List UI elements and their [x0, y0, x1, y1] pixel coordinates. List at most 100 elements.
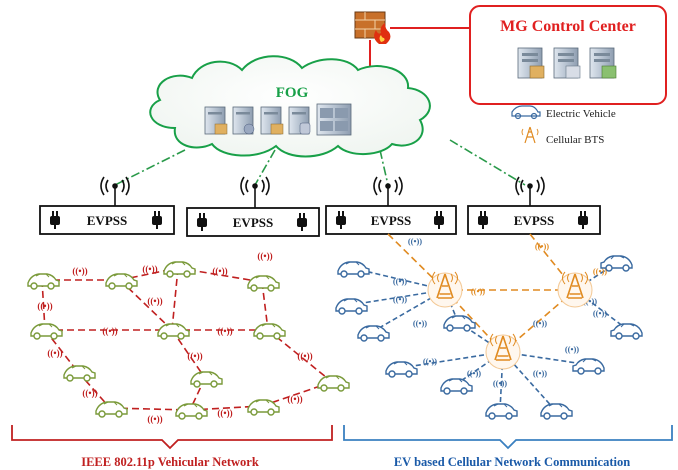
cellular-bts-icon [557, 271, 593, 308]
signal-icon: ((•)) [102, 326, 117, 336]
electric-vehicle-icon [157, 323, 190, 340]
evpss-box: EVPSS [186, 207, 320, 237]
signal-icon: ((•)) [593, 308, 607, 318]
electric-vehicle-icon [335, 298, 368, 315]
control-center-title: MG Control Center [500, 18, 636, 35]
server-icon [517, 47, 545, 79]
electric-vehicle-icon [247, 399, 280, 416]
signal-icon: ((•)) [423, 356, 437, 366]
evpss-stations: EVPSS EVPSS EVPSS EVPSS [39, 205, 601, 237]
signal-icon: ((•)) [47, 348, 62, 358]
electric-vehicle-icon [175, 403, 208, 420]
vehicular-network: ((•)) ((•)) ((•)) ((•)) ((•)) ((•)) ((•)) ((•))… [27, 251, 350, 424]
link-line [41, 279, 46, 331]
signal-icon: ((•)) [297, 351, 312, 361]
electric-vehicle-icon [105, 273, 138, 290]
signal-icon: ((•)) [187, 351, 202, 361]
signal-icon: ((•)) [535, 241, 549, 251]
plug-icon [152, 211, 162, 229]
fog-links [114, 139, 526, 186]
fog-server-icon [316, 103, 352, 136]
electric-vehicle-icon [30, 323, 63, 340]
link-line [574, 289, 629, 331]
plug-icon [434, 211, 444, 229]
signal-icon: ((•)) [217, 408, 232, 418]
plug-icon [197, 213, 207, 231]
link-line [399, 351, 504, 369]
fog-server-icon [260, 106, 284, 135]
signal-icon: ((•)) [37, 301, 52, 311]
signal-icon: ((•)) [413, 318, 427, 328]
cellular-bts-icon [427, 271, 463, 308]
electric-vehicle-icon [337, 261, 370, 278]
electric-vehicle-icon [253, 323, 286, 340]
signal-icon: ((•)) [583, 296, 597, 306]
signal-icon: ((•)) [72, 266, 87, 276]
electric-vehicle-icon [385, 361, 418, 378]
signal-icon: ((•)) [493, 378, 507, 388]
fog-server-icon [204, 106, 228, 135]
plug-icon [336, 211, 346, 229]
signal-icon: ((•)) [212, 266, 227, 276]
signal-icon: ((•)) [393, 294, 407, 304]
signal-icon: ((•)) [257, 251, 272, 261]
electric-vehicle-icon [443, 315, 476, 332]
evpss-label: EVPSS [87, 213, 127, 228]
signal-icon: ((•)) [142, 264, 157, 274]
antenna-icon [240, 176, 270, 208]
link-line [171, 267, 179, 331]
link-line [171, 329, 206, 379]
evpss-label: EVPSS [233, 215, 273, 230]
link-line [77, 371, 111, 409]
signal-icon: ((•)) [147, 414, 162, 424]
antenna-icon [373, 176, 403, 206]
legend-ev-label: Electric Vehicle [546, 108, 616, 120]
link-line [44, 329, 79, 373]
electric-vehicle-icon [572, 358, 605, 375]
antenna-icon [515, 176, 545, 206]
plug-icon [50, 211, 60, 229]
fog-server-icon [288, 106, 311, 135]
plug-icon [478, 211, 488, 229]
electric-vehicle-icon [485, 403, 518, 420]
evpss-box: EVPSS [467, 205, 601, 235]
electric-vehicle-icon [511, 105, 541, 120]
left-network-title: IEEE 802.11p Vehicular Network [81, 455, 259, 469]
signal-icon: ((•)) [393, 276, 407, 286]
electric-vehicle-icon [27, 273, 60, 290]
fog-cloud: FOG [149, 55, 431, 158]
right-network-title: EV based Cellular Network Communication [394, 455, 630, 469]
signal-icon: ((•)) [467, 368, 481, 378]
server-icon [553, 47, 581, 79]
legend: Electric Vehicle Cellular BTS [511, 105, 616, 146]
electric-vehicle-icon [163, 261, 196, 278]
antenna-icon [100, 176, 130, 206]
electric-vehicle-icon [317, 375, 350, 392]
fog-label: FOG [276, 85, 309, 101]
link-line [261, 281, 269, 331]
electric-vehicle-icon [600, 255, 633, 272]
evpss-label: EVPSS [514, 213, 554, 228]
cellular-bts-icon [485, 333, 521, 370]
electric-vehicle-icon [190, 371, 223, 388]
fog-server-icon [232, 106, 255, 135]
link-line [371, 289, 446, 333]
signal-icon: ((•)) [471, 286, 485, 296]
plug-icon [578, 211, 588, 229]
right-brace [343, 425, 673, 450]
electric-vehicle-icon [540, 403, 573, 420]
firewall-icon [354, 11, 391, 44]
electric-vehicle-icon [63, 365, 96, 382]
signal-icon: ((•)) [147, 296, 162, 306]
control-center-box: MG Control Center [469, 5, 667, 105]
signal-icon: ((•)) [593, 266, 607, 276]
signal-icon: ((•)) [533, 318, 547, 328]
evpss-label: EVPSS [371, 213, 411, 228]
electric-vehicle-icon [610, 323, 643, 340]
electric-vehicle-icon [247, 275, 280, 292]
left-brace [11, 425, 333, 450]
cellular-network: ((•)) ((•)) ((•)) ((•)) ((•)) ((•)) ((•)) ((•))… [335, 233, 643, 420]
electric-vehicle-icon [357, 325, 390, 342]
signal-icon: ((•)) [533, 368, 547, 378]
